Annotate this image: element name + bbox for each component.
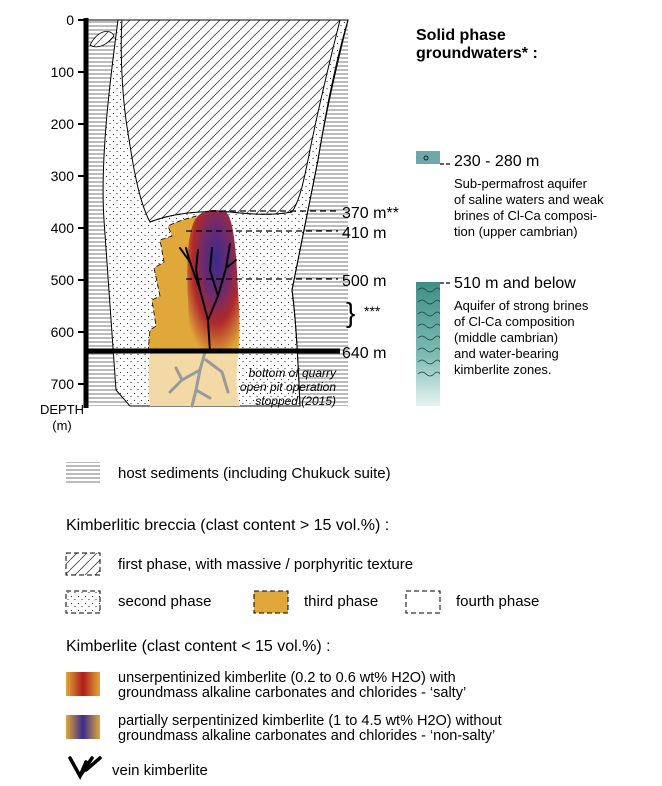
- aquifer1-desc: Sub-permafrost aquifer: [454, 176, 588, 191]
- aquifer2-desc: Aquifer of strong brines: [454, 298, 589, 313]
- legend-second-label: second phase: [118, 593, 211, 610]
- depth-label-370: 370 m**: [342, 205, 399, 222]
- legend-fourth-swatch: [405, 590, 441, 614]
- quarry-note-line2: open pit operation: [240, 380, 336, 394]
- third-phase-body: [147, 215, 197, 353]
- aquifer1-desc: brines of Cl-Ca composi-: [454, 208, 597, 223]
- depth-label-640: 640 m: [342, 345, 386, 362]
- bracket-symbol: }: [346, 297, 355, 328]
- bracket-note: ***: [364, 303, 381, 319]
- orange-veins: [167, 289, 177, 353]
- legend-kimberlite-heading: Kimberlite (clast content < 15 vol.%) :: [66, 638, 331, 655]
- pipe-contact-right: [291, 19, 349, 407]
- tick-label: 0: [66, 12, 74, 28]
- tick-label: 500: [51, 272, 75, 288]
- aquifer2-desc: (middle cambrian): [454, 330, 558, 345]
- legend-salty-swatch: [66, 672, 100, 696]
- quarry-note-line1: bottom of quarry: [249, 366, 337, 380]
- aquifer2-desc: of Cl-Ca composition: [454, 314, 575, 329]
- groundwater-title-1: Solid phase: [416, 27, 506, 44]
- legend-host-label: host sediments (including Chukuck suite): [118, 465, 391, 482]
- depth-lines: [186, 210, 338, 280]
- legend-vein-label: vein kimberlite: [112, 762, 208, 779]
- legend-breccia-heading: Kimberlitic breccia (clast content > 15 …: [66, 517, 389, 534]
- legend-salty-line2: groundmass alkaline carbonates and chlor…: [118, 685, 466, 701]
- legend-nonsalty-line2: groundmass alkaline carbonates and chlor…: [118, 728, 495, 744]
- depth-axis: 0 100 200 300 400 500 600 700 DEPTH (m): [40, 12, 89, 433]
- grey-veins: [168, 350, 230, 408]
- tick-label: 300: [51, 168, 75, 184]
- groundwater-panel: Solid phase groundwaters* : 230 - 280 m …: [416, 27, 604, 406]
- legend-host-swatch: [66, 462, 100, 484]
- quarry-note-line3: stopped (2015): [255, 394, 336, 408]
- legend-second-swatch: [65, 590, 101, 614]
- tick-label: 100: [51, 64, 75, 80]
- legend-nonsalty-line1: partially serpentinized kimberlite (1 to…: [118, 713, 502, 729]
- aquifer2-depth: 510 m and below: [454, 275, 576, 292]
- legend-salty-line1: unserpentinized kimberlite (0.2 to 0.6 w…: [118, 670, 456, 686]
- fourth-phase-outline: [149, 211, 293, 223]
- tick-label: 400: [51, 220, 75, 236]
- aquifer1-depth: 230 - 280 m: [454, 153, 539, 170]
- axis-label: DEPTH: [40, 402, 84, 417]
- aquifer1-desc: of saline waters and weak: [454, 192, 604, 207]
- first-phase-body: [120, 19, 341, 223]
- tick-label: 600: [51, 324, 75, 340]
- cross-section: [86, 19, 349, 408]
- aquifer1-desc: tion (upper cambrian): [454, 224, 578, 239]
- legend: host sediments (including Chukuck suite)…: [65, 462, 539, 780]
- aquifer2-desc: kimberlite zones.: [454, 362, 552, 377]
- aquifer2-desc: and water-bearing: [454, 346, 559, 361]
- first-phase-lens: [89, 30, 115, 48]
- axis-unit: (m): [52, 418, 72, 433]
- tick-label: 700: [51, 376, 75, 392]
- depth-label-410: 410 m: [342, 225, 386, 242]
- legend-third-label: third phase: [304, 593, 378, 610]
- vein-kimberlite-icon: [68, 756, 102, 780]
- legend-first-swatch: [65, 552, 101, 576]
- legend-fourth-label: fourth phase: [456, 593, 539, 610]
- vein-kimberlite-branches: [179, 243, 237, 353]
- legend-nonsalty-swatch: [66, 715, 100, 739]
- groundwater-title-2: groundwaters* :: [416, 45, 538, 62]
- legend-first-label: first phase, with massive / porphyritic …: [118, 556, 413, 573]
- aquifer2-column: [416, 282, 440, 406]
- depth-label-500: 500 m: [342, 273, 386, 290]
- tick-label: 200: [51, 116, 75, 132]
- legend-third-swatch: [253, 590, 289, 614]
